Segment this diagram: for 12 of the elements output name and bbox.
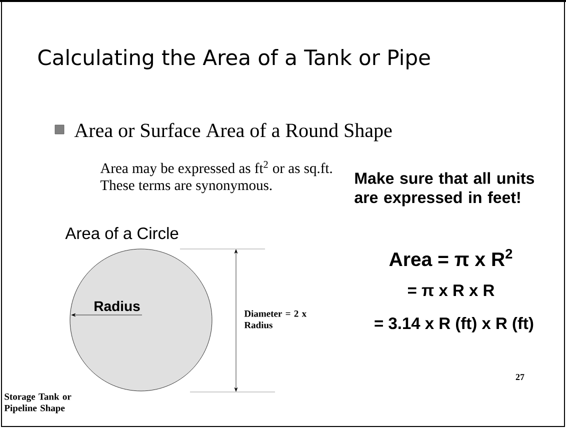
dimension-label: Diameter = 2 x Radius xyxy=(244,310,307,328)
formula-text: = 3.14 x R (ft) x R (ft) xyxy=(374,317,534,332)
body-text: Area may be expressed as ft$^{2}$ or as sq.ft. xyxy=(100,161,332,176)
bullet-heading: Area or Surface Area of a Round Shape xyxy=(74,122,392,142)
formula-text: = π x R x R xyxy=(408,284,494,296)
formula-text: Area = π x R$^{2}$ xyxy=(389,248,512,266)
caption-text: Storage Tank or Pipeline Shape xyxy=(4,393,72,414)
note-text: Make sure that all units are expressed in feet! xyxy=(354,172,534,206)
slide-title: Calculating the Area of a Tank or Pipe xyxy=(38,49,430,70)
body-text: These terms are synonymous. xyxy=(100,180,272,194)
radius-label: Radius xyxy=(94,300,140,312)
page-number: 27 xyxy=(516,374,524,380)
